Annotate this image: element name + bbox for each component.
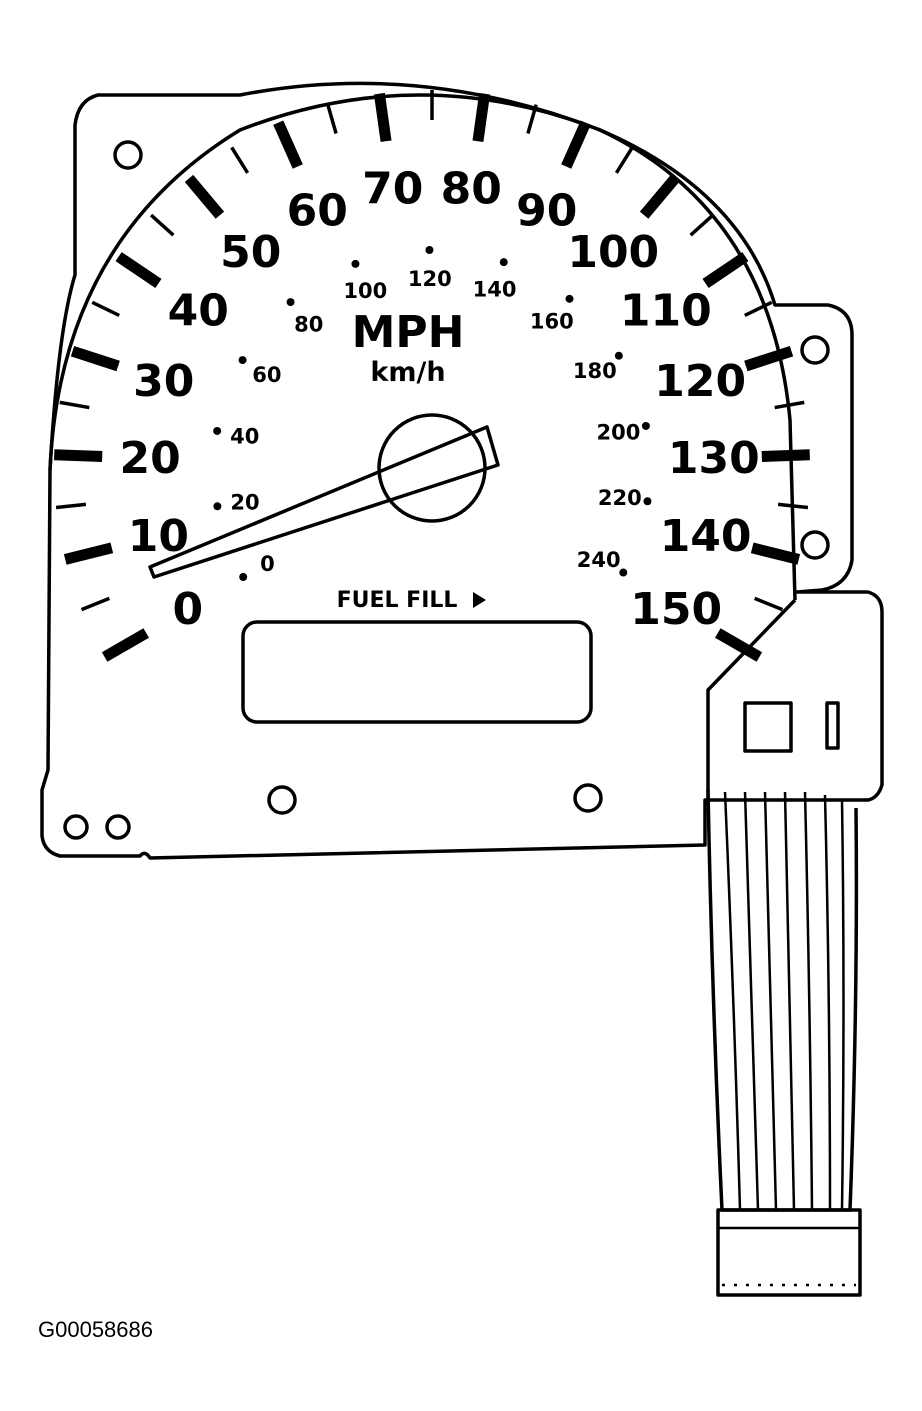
kmh-tick-label: 200 <box>597 420 641 444</box>
major-tick <box>373 92 392 142</box>
mph-tick-label: 40 <box>168 285 229 336</box>
mph-tick-label: 70 <box>362 164 423 215</box>
major-tick <box>472 92 491 142</box>
connector-slot <box>825 701 840 750</box>
minor-tick <box>59 400 90 410</box>
major-tick <box>63 542 114 565</box>
kmh-tick-label: 60 <box>252 363 281 387</box>
minor-tick <box>614 146 634 174</box>
major-tick <box>273 120 303 169</box>
major-tick <box>744 345 794 372</box>
mph-tick-label: 50 <box>220 227 281 278</box>
kmh-tick-label: 220 <box>598 486 642 510</box>
minor-tick <box>80 596 110 612</box>
major-tick <box>639 174 680 219</box>
kmh-tick-dot <box>239 573 248 581</box>
right-triangle-icon <box>473 592 486 608</box>
needle-hub <box>377 413 487 523</box>
unit-kmh-label: km/h <box>370 357 445 388</box>
major-tick <box>101 628 149 662</box>
kmh-tick-label: 40 <box>230 425 259 449</box>
kmh-tick-dot <box>619 568 628 577</box>
connector-square <box>743 701 793 753</box>
kmh-tick-dot <box>565 294 574 303</box>
major-tick <box>115 252 162 289</box>
kmh-tick-dot <box>351 259 360 268</box>
figure-id: G00058686 <box>38 1317 153 1342</box>
ribbon-cable <box>706 789 862 1297</box>
mount-hole-bottom-left-b <box>105 814 131 840</box>
minor-tick <box>55 502 87 510</box>
mph-tick-label: 80 <box>441 164 502 215</box>
speed-needle <box>148 425 500 579</box>
major-tick <box>761 449 810 462</box>
kmh-tick-label: 240 <box>577 548 621 572</box>
mount-hole-top-left <box>113 140 143 170</box>
mph-tick-label: 100 <box>567 227 659 278</box>
mph-tick-label: 20 <box>120 433 181 484</box>
mph-tick-label: 0 <box>172 584 203 635</box>
mount-hole-bottom-left-a <box>63 814 89 840</box>
kmh-tick-dot <box>641 421 650 430</box>
mph-tick-label: 130 <box>668 433 760 484</box>
kmh-tick-dot <box>213 502 222 511</box>
kmh-tick-dot <box>499 258 508 267</box>
minor-tick <box>754 596 784 612</box>
major-tick <box>715 628 763 662</box>
minor-tick <box>689 213 715 237</box>
mph-tick-label: 110 <box>620 285 712 336</box>
minor-tick <box>744 300 773 318</box>
fuel-fill-label: FUEL FILL <box>337 588 458 613</box>
mph-tick-label: 30 <box>133 356 194 407</box>
major-tick <box>750 542 801 565</box>
odometer-window <box>241 620 593 724</box>
kmh-tick-label: 0 <box>260 552 275 576</box>
kmh-tick-dot <box>614 351 623 360</box>
kmh-tick-label: 120 <box>408 267 452 291</box>
minor-tick <box>526 104 538 134</box>
minor-tick <box>149 213 175 237</box>
mount-hole-bottom-center-left <box>267 785 297 815</box>
minor-tick <box>774 400 805 410</box>
minor-tick <box>230 146 250 174</box>
major-tick <box>702 252 749 289</box>
kmh-tick-label: 80 <box>294 312 323 336</box>
mph-tick-label: 150 <box>630 584 722 635</box>
kmh-tick-label: 180 <box>573 359 617 383</box>
connector-plate <box>706 598 797 800</box>
dial-face-border <box>48 93 797 601</box>
mph-tick-label: 60 <box>287 185 348 236</box>
mph-tick-label: 120 <box>654 356 746 407</box>
kmh-tick-dot <box>425 246 434 255</box>
mph-tick-label: 90 <box>516 185 577 236</box>
gauge-ticks <box>54 90 810 662</box>
kmh-tick-dot <box>213 426 222 435</box>
mount-hole-right-upper <box>800 335 830 365</box>
kmh-tick-dot <box>643 497 652 506</box>
kmh-tick-label: 140 <box>473 278 517 302</box>
kmh-tick-label: 160 <box>530 310 574 334</box>
minor-tick <box>91 300 120 318</box>
kmh-tick-dot <box>238 356 247 365</box>
kmh-tick-label: 100 <box>343 279 387 303</box>
mount-hole-bottom-center-right <box>573 783 603 813</box>
kmh-tick-label: 20 <box>230 490 259 514</box>
minor-tick <box>326 104 338 134</box>
mount-hole-right-lower <box>800 530 830 560</box>
mph-tick-label: 140 <box>660 511 752 562</box>
major-tick <box>561 120 591 169</box>
minor-tick <box>777 502 809 510</box>
major-tick <box>54 449 103 462</box>
kmh-tick-dot <box>286 298 295 307</box>
major-tick <box>70 345 120 372</box>
major-tick <box>184 174 225 219</box>
kmh-scale: 0 20 40 60 80 100 120 140 160 180 200 220 240 <box>213 246 652 581</box>
unit-mph-label: MPH <box>352 307 465 358</box>
ribbon-connector <box>716 1208 862 1297</box>
